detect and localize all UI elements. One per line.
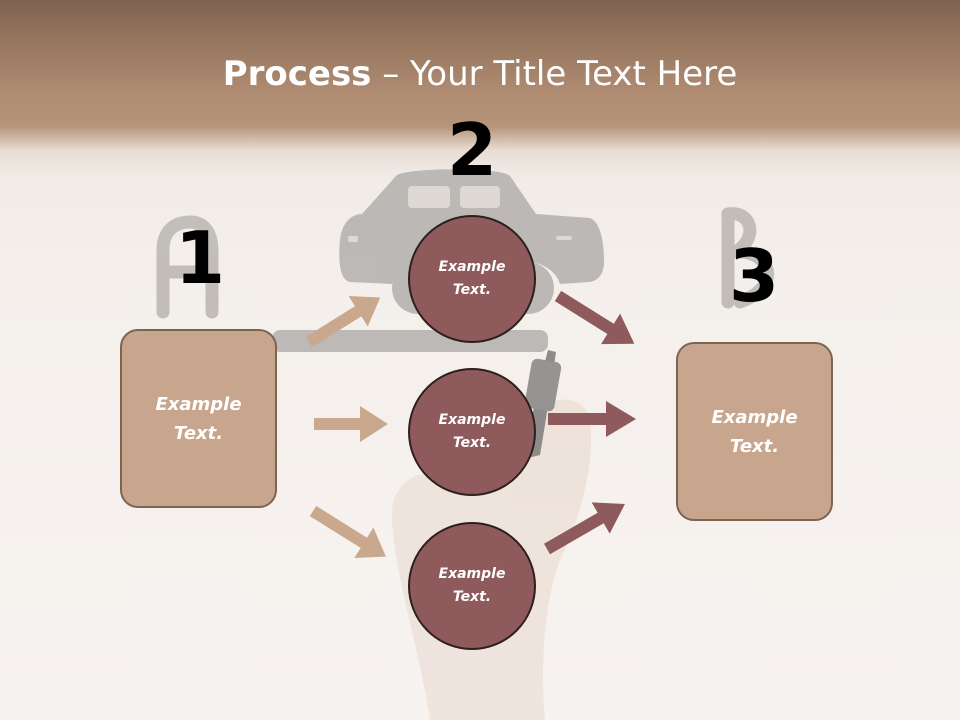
circle-bottom: Example Text. [408,522,536,650]
circle-bottom-text: Example Text. [438,566,506,605]
step-number-2: 2 [446,108,498,192]
letter-b-sketch-icon [721,207,775,309]
left-box-text: Example Text. [155,393,242,444]
circle-top-text: Example Text. [438,259,506,298]
title-rest: – Your Title Text Here [371,54,738,94]
arrow-icon [544,290,636,555]
arrow-icon [305,295,388,559]
circle-middle: Example Text. [408,368,536,496]
title-bold: Process [222,54,372,94]
step-number-1: 1 [174,216,226,300]
slide-title: Process – Your Title Text Here [0,52,960,96]
letter-a-sketch-icon [156,215,219,319]
circle-top: Example Text. [408,215,536,343]
right-box-text: Example Text. [711,406,798,457]
left-text-box: Example Text. [120,329,277,508]
step-number-3: 3 [728,234,780,318]
circle-middle-text: Example Text. [438,412,506,451]
right-text-box: Example Text. [676,342,833,521]
